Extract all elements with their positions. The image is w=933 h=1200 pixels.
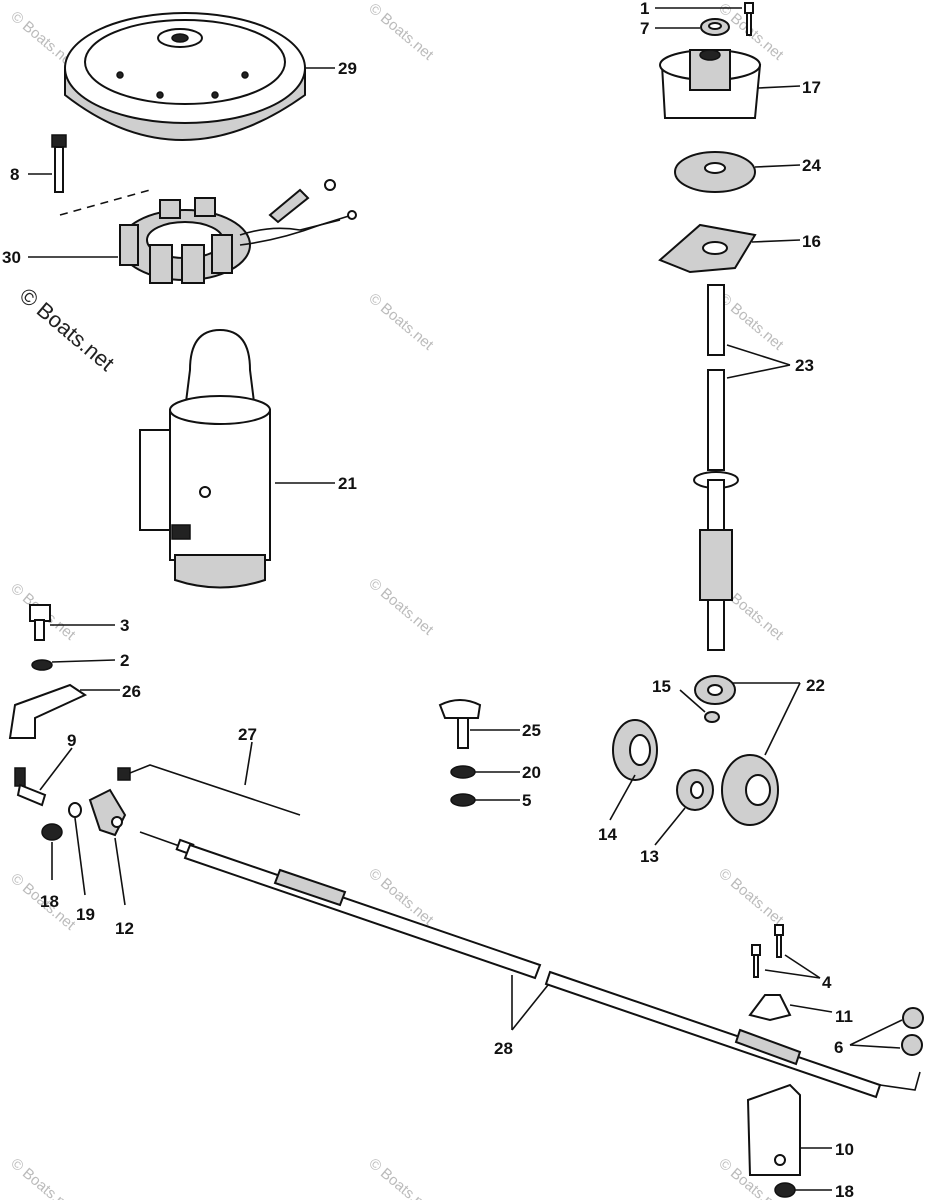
clamp-part-11 (748, 994, 792, 1022)
screw-part-1 (744, 2, 754, 36)
watermark-text: © Boats.net (365, 1155, 437, 1200)
reverse-gear-part-22 (721, 754, 779, 826)
watermark-text: © Boats.net (715, 290, 787, 354)
callout-21: 21 (338, 474, 357, 493)
callout-30: 30 (2, 248, 21, 267)
callout-24: 24 (802, 156, 821, 175)
stator-part-30 (59, 179, 357, 284)
bracket-part-10 (746, 1083, 801, 1176)
watermark-text: © Boats.net (7, 1155, 79, 1200)
watermark-text: © Boats.net (715, 865, 787, 929)
leader-lines (28, 7, 903, 1191)
callout-22: 22 (806, 676, 825, 695)
ball-joint-part-6 (901, 1007, 924, 1056)
washer-part-19 (68, 802, 82, 818)
callout-29: 29 (338, 59, 357, 78)
callout-6: 6 (834, 1038, 843, 1057)
watermark-text: © Boats.net (365, 290, 437, 354)
callout-11: 11 (835, 1007, 853, 1026)
shift-cable-part-28 (139, 831, 921, 1099)
callout-20: 20 (522, 763, 541, 782)
callout-12: 12 (115, 919, 134, 938)
callout-7: 7 (640, 19, 649, 38)
callout-18: 18 (40, 892, 59, 911)
callout-14: 14 (598, 825, 617, 844)
callout-19: 19 (76, 905, 95, 924)
impeller-part-24 (674, 151, 756, 193)
callout-9: 9 (67, 731, 76, 750)
callout-8: 8 (10, 165, 19, 184)
callout-15: 15 (652, 677, 671, 696)
nut-part-18 (41, 823, 63, 841)
callout-5: 5 (522, 791, 531, 810)
washer-part-2 (31, 659, 53, 671)
callout-26: 26 (122, 682, 141, 701)
screw-part-4 (751, 924, 784, 978)
callout-1: 1 (640, 0, 649, 18)
callout-25: 25 (522, 721, 541, 740)
watermark-text: © Boats.net (365, 0, 437, 64)
washer-part-5 (450, 793, 476, 807)
nut-part-20 (450, 765, 476, 779)
water-pump-housing-part-17 (659, 49, 762, 119)
seal-part-7 (700, 18, 730, 36)
clutch-dog-part-13 (676, 769, 714, 811)
driveshaft-part-23 (693, 284, 739, 651)
callout-labels: 1 7 17 24 16 23 29 8 30 21 3 2 26 9 27 2… (2, 0, 854, 1200)
bolt-part-8 (51, 134, 67, 193)
watermark-main-text: © Boats.net (15, 283, 119, 376)
callout-10: 10 (835, 1140, 854, 1159)
shift-rod-part-27 (117, 764, 301, 816)
watermark-text: © Boats.net (365, 575, 437, 639)
callout-16: 16 (802, 232, 821, 251)
callout-18: 18 (835, 1182, 854, 1200)
bearing-part-15 (704, 711, 720, 723)
nut-part-18 (774, 1182, 796, 1198)
lever-part-26 (8, 683, 88, 739)
callout-4: 4 (822, 973, 832, 992)
callout-3: 3 (120, 616, 129, 635)
callout-23: 23 (795, 356, 814, 375)
plate-part-16 (658, 223, 757, 274)
forward-gear-part-14 (612, 719, 658, 781)
callout-13: 13 (640, 847, 659, 866)
callout-17: 17 (802, 78, 821, 97)
callout-2: 2 (120, 651, 129, 670)
starter-motor-part-21 (139, 328, 271, 589)
callout-28: 28 (494, 1039, 513, 1058)
callout-27: 27 (238, 725, 257, 744)
bolt-part-3 (29, 604, 51, 641)
pinion-gear-part-22 (694, 675, 736, 705)
knob-part-25 (438, 699, 482, 749)
link-part-9 (14, 767, 47, 807)
bracket-part-12 (88, 788, 127, 837)
flywheel-part-29 (64, 12, 306, 141)
